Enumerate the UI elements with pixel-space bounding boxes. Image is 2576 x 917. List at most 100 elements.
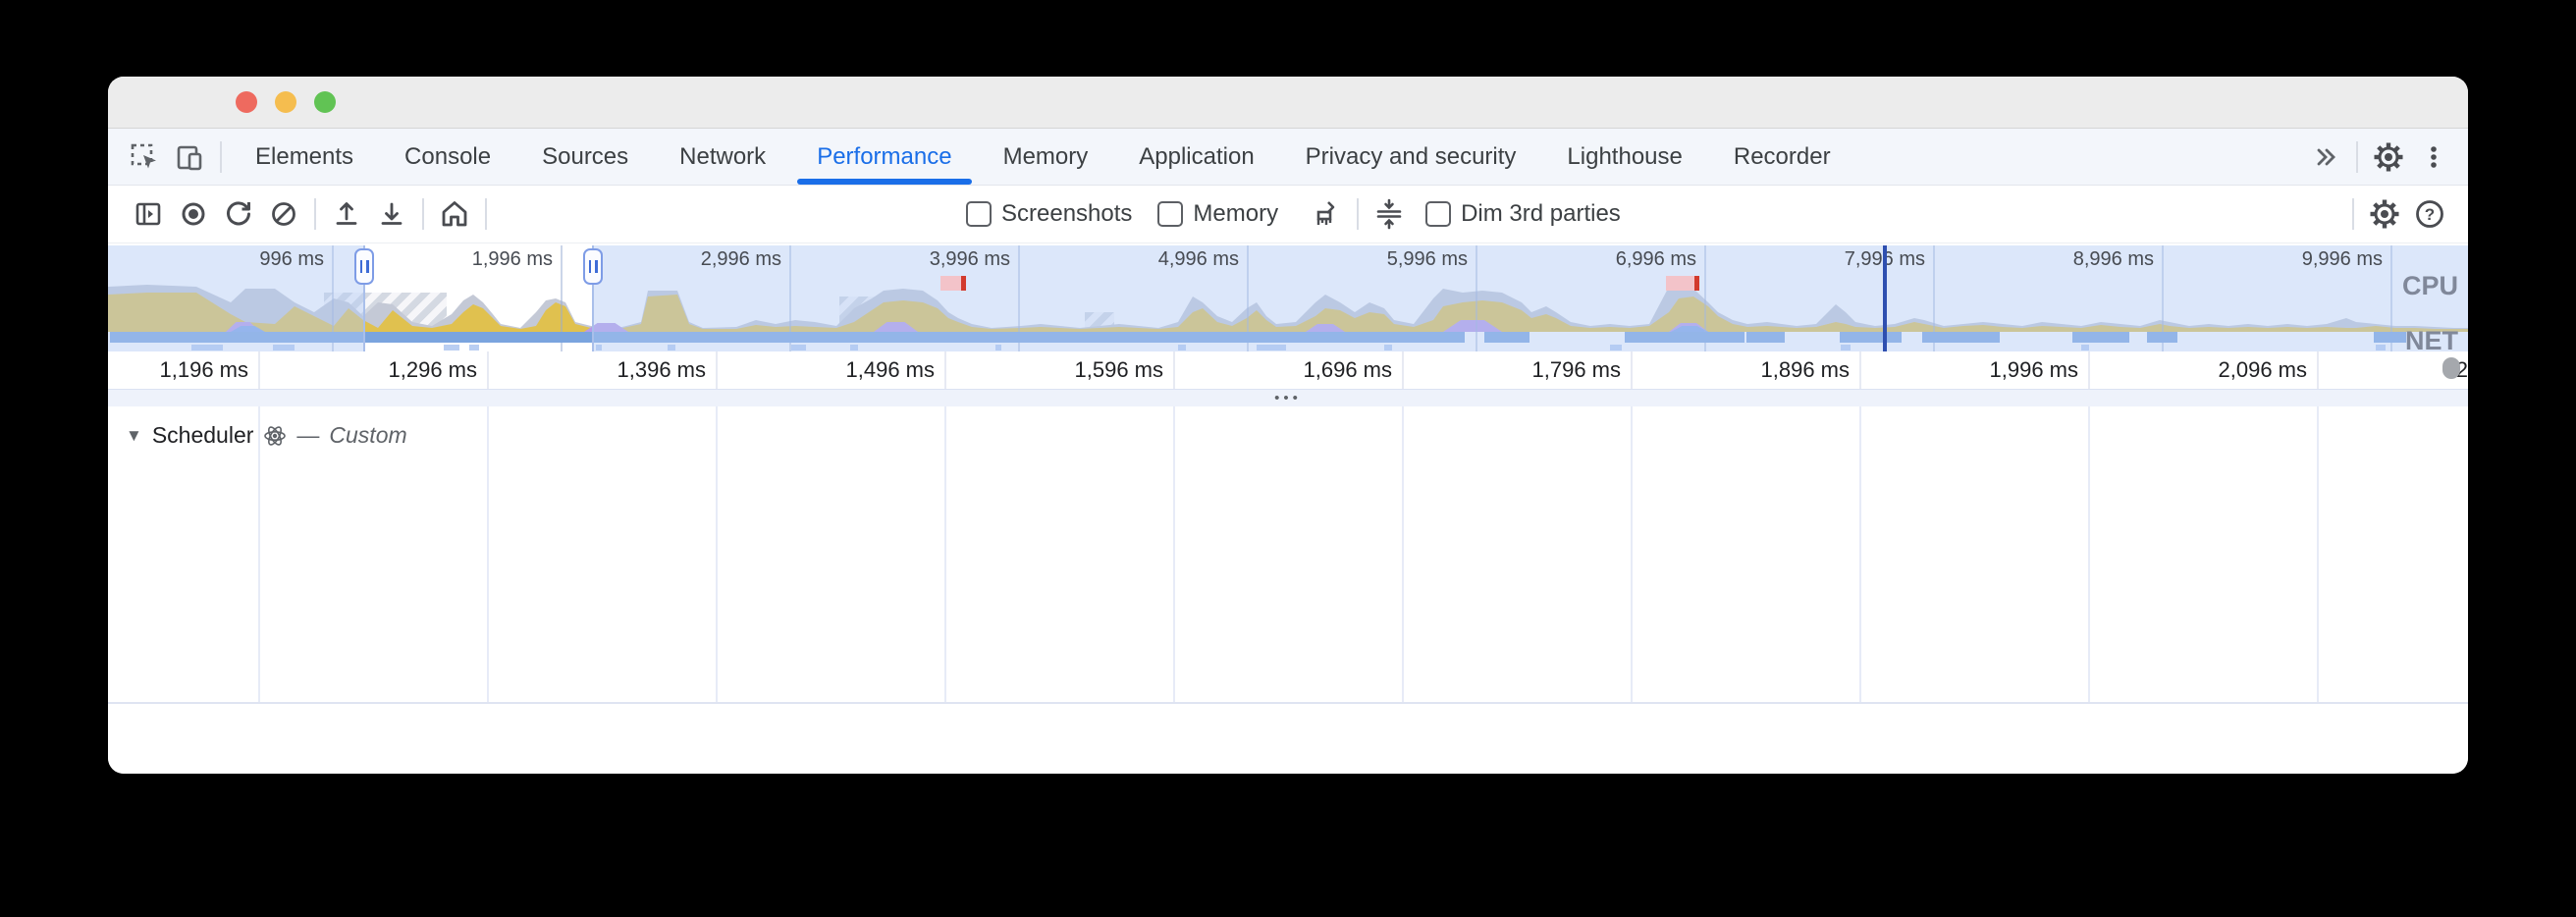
ruler-gridline [2088, 351, 2090, 389]
track-gridline [1859, 406, 1861, 702]
react-atom-icon [263, 424, 287, 448]
separator [314, 198, 316, 230]
track-gridline [487, 406, 489, 702]
capture-settings-gear-icon[interactable] [2362, 191, 2407, 237]
tab-lighthouse[interactable]: Lighthouse [1541, 129, 1707, 185]
ruler-label: 1,296 ms [389, 357, 478, 383]
collapse-triangle-icon[interactable]: ▼ [126, 426, 142, 446]
candy-stripe-marker [1666, 276, 1699, 291]
tab-memory[interactable]: Memory [978, 129, 1114, 185]
track-subtitle-dash: — [296, 422, 319, 449]
performance-toolbar: Screenshots Memory Dim 3rd parties [108, 186, 2468, 243]
overview-ruler-label: 6,996 ms [1616, 248, 1696, 271]
ruler-label: 1,796 ms [1532, 357, 1622, 383]
tab-console[interactable]: Console [379, 129, 516, 185]
dim-3rd-parties-checkbox-label[interactable]: Dim 3rd parties [1461, 200, 1621, 228]
overview-ruler-label: 5,996 ms [1387, 248, 1468, 271]
ruler-gridline [1402, 351, 1404, 389]
record-icon[interactable] [171, 191, 216, 237]
toggle-sidebar-icon[interactable] [126, 191, 171, 237]
overview-ruler-label: 8,996 ms [2073, 248, 2154, 271]
tab-performance[interactable]: Performance [791, 129, 977, 185]
overview-ruler-label: 1,996 ms [472, 248, 553, 271]
network-tick [469, 345, 479, 351]
ruler-gridline [258, 351, 260, 389]
track-gridline [2088, 406, 2090, 702]
close-window-button[interactable] [236, 91, 257, 113]
track-gridline [1402, 406, 1404, 702]
tab-recorder[interactable]: Recorder [1708, 129, 1856, 185]
window-titlebar [108, 77, 2468, 129]
track-gridline [2317, 406, 2319, 702]
track-gridline [1173, 406, 1175, 702]
tab-elements[interactable]: Elements [230, 129, 379, 185]
timeline-overview[interactable]: 996 ms1,996 ms2,996 ms3,996 ms4,996 ms5,… [108, 243, 2468, 351]
upload-profile-icon[interactable] [324, 191, 369, 237]
menu-dots-icon[interactable] [2411, 135, 2456, 180]
ruler-gridline [1631, 351, 1633, 389]
separator [220, 141, 222, 173]
tab-privacy-and-security[interactable]: Privacy and security [1280, 129, 1542, 185]
panel-tabs: ElementsConsoleSourcesNetworkPerformance… [230, 129, 1856, 185]
track-gridline [1631, 406, 1633, 702]
track-title: Scheduler [152, 422, 254, 449]
divider-drag-dots[interactable]: ••• [1274, 390, 1302, 406]
network-tick [444, 345, 459, 351]
ruler-gridline [1859, 351, 1861, 389]
separator [485, 198, 487, 230]
memory-checkbox[interactable] [1157, 201, 1183, 227]
overview-ruler-label: 996 ms [259, 248, 324, 271]
ruler-gridline [716, 351, 718, 389]
maximize-window-button[interactable] [314, 91, 336, 113]
memory-checkbox-label[interactable]: Memory [1193, 200, 1278, 228]
record-and-reload-icon[interactable] [216, 191, 261, 237]
ruler-label: 1,396 ms [617, 357, 707, 383]
overview-dim-left [108, 245, 364, 351]
tab-sources[interactable]: Sources [516, 129, 654, 185]
selection-handle-left[interactable] [354, 248, 374, 285]
separator [1357, 198, 1359, 230]
garbage-collect-icon[interactable] [1304, 191, 1349, 237]
inspect-element-icon[interactable] [122, 135, 167, 180]
tab-network[interactable]: Network [654, 129, 791, 185]
ruler-gridline [2317, 351, 2319, 389]
ruler-label: 1,496 ms [846, 357, 936, 383]
ruler-label: 1,196 ms [160, 357, 249, 383]
device-toolbar-icon[interactable] [167, 135, 212, 180]
minimize-window-button[interactable] [275, 91, 296, 113]
track-header-scheduler[interactable]: ▼ Scheduler — Custom [126, 422, 407, 449]
tab-application[interactable]: Application [1113, 129, 1279, 185]
ruler-gridline [487, 351, 489, 389]
selection-handle-right[interactable] [583, 248, 603, 285]
devtools-tabstrip: ElementsConsoleSourcesNetworkPerformance… [108, 129, 2468, 186]
ruler-label: 1,896 ms [1761, 357, 1851, 383]
candy-stripe-marker [940, 276, 966, 291]
ruler-label: 2,096 ms [2219, 357, 2308, 383]
clear-icon[interactable] [261, 191, 306, 237]
scrollbar-thumb[interactable] [2442, 357, 2460, 379]
panel-resize-divider[interactable]: ••• [108, 389, 2468, 408]
grip [589, 260, 592, 273]
home-icon[interactable] [432, 191, 477, 237]
grip [360, 260, 363, 273]
ruler-label: 1,996 ms [1990, 357, 2079, 383]
ruler-gridline [944, 351, 946, 389]
separator [2356, 141, 2358, 173]
screenshots-checkbox[interactable] [966, 201, 992, 227]
more-tabs-icon[interactable] [2303, 135, 2348, 180]
dim-3rd-parties-checkbox[interactable] [1425, 201, 1451, 227]
ruler-label: 1,596 ms [1075, 357, 1164, 383]
download-profile-icon[interactable] [369, 191, 414, 237]
track-gridline [258, 406, 260, 702]
track-subtitle: Custom [329, 422, 406, 449]
help-icon[interactable]: ? [2407, 191, 2452, 237]
screenshots-checkbox-label[interactable]: Screenshots [1001, 200, 1132, 228]
fit-window-icon[interactable] [1367, 191, 1412, 237]
grip [366, 260, 369, 273]
grip [595, 260, 598, 273]
svg-text:?: ? [2425, 205, 2435, 224]
playhead-line[interactable] [1883, 245, 1887, 351]
devtools-settings-gear-icon[interactable] [2366, 135, 2411, 180]
overview-ruler-label: 2,996 ms [701, 248, 781, 271]
